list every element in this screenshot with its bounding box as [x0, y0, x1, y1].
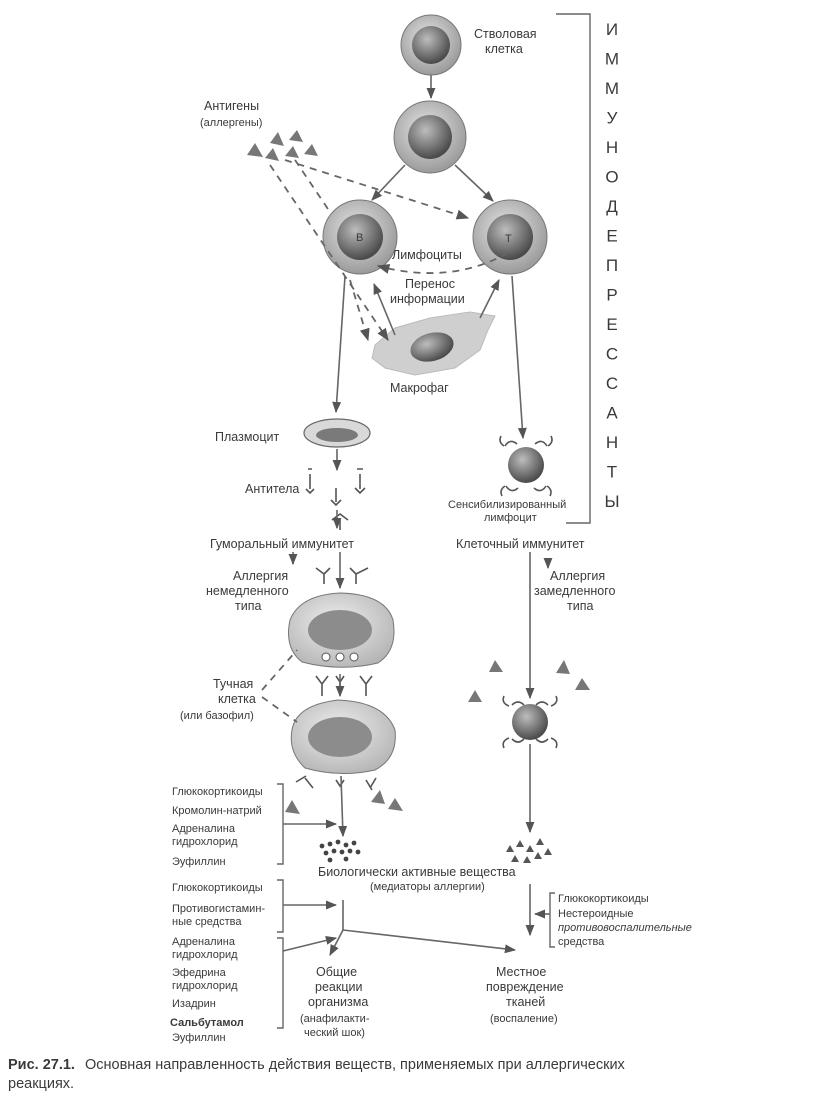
drug1-euphyllin: Эуфиллин — [172, 856, 226, 868]
antigen-triangles — [247, 130, 318, 161]
vertical-letter: М — [605, 79, 619, 98]
delayed-allergy-2: замедленного — [534, 584, 616, 598]
drug1-hydrochloride: гидрохлорид — [172, 836, 238, 848]
humoral-label: Гуморальный иммунитет — [210, 537, 354, 551]
mast-cell-label-3: (или базофил) — [180, 710, 254, 722]
immediate-allergy-2: немедленного — [206, 584, 289, 598]
mast-cell-label-1: Тучная — [213, 677, 253, 691]
vertical-letter: И — [606, 20, 618, 39]
drug2-means: ные средства — [172, 916, 242, 928]
drug3-salbutamol: Сальбутамол — [170, 1017, 244, 1029]
vertical-letter: Д — [606, 197, 618, 216]
antibodies-label: Антитела — [245, 482, 299, 496]
drug1-cromolyn: Кромолин-натрий — [172, 805, 262, 817]
local-1: Местное — [496, 965, 546, 979]
bio-active-text: Биологически активные вещества — [318, 865, 516, 879]
sensitized-label-1: Сенсибилизированный — [448, 499, 566, 511]
lymphocytes-label: Лимфоциты — [392, 248, 462, 262]
drug3-ephedrine: Эфедрина — [172, 967, 227, 979]
mast-cell-top — [288, 592, 395, 668]
drug2-glucocorticoids: Глюкокортикоиды — [172, 882, 263, 894]
antigens-near-t-cell — [468, 660, 590, 702]
drug3-adrenaline: Адреналина — [172, 936, 236, 948]
sensitized-label-2: лимфоцит — [484, 512, 537, 524]
vertical-letter: Т — [607, 463, 617, 482]
mediator-dots-left — [319, 839, 361, 863]
figure-caption-line2: реакциях. — [8, 1076, 74, 1092]
delayed-allergy-1: Аллергия — [550, 569, 605, 583]
mediators-label: (медиаторы аллергии) — [370, 881, 485, 893]
t-letter: Т — [505, 233, 512, 245]
vertical-letter: Н — [606, 433, 618, 452]
anaphylactic-1: (анафилакти- — [300, 1013, 370, 1025]
figure-caption-line1: Рис. 27.1. Основная направленность дейст… — [8, 1057, 626, 1073]
sensitized-lymphocyte — [499, 435, 553, 497]
info-transfer-label-1: Перенос — [405, 277, 455, 291]
local-2: повреждение — [486, 980, 564, 994]
drugR-glucocorticoids: Глюкокортикоиды — [558, 893, 649, 905]
immediate-allergy-1: Аллергия — [233, 569, 288, 583]
t-lymphocyte — [472, 199, 548, 275]
plasmocyte-label: Плазмоцит — [215, 430, 280, 444]
antigens-near-mast — [285, 790, 403, 814]
vertical-letter: Ы — [604, 492, 619, 511]
immediate-allergy-3: типа — [235, 599, 261, 613]
drug1-glucocorticoids: Глюкокортикоиды — [172, 786, 263, 798]
vertical-letter: П — [606, 256, 618, 275]
vertical-letter: С — [606, 374, 618, 393]
stem-cell — [400, 14, 462, 76]
local-3: тканей — [506, 995, 545, 1009]
drug1-adrenaline: Адреналина — [172, 823, 236, 835]
stem-cell-label-2: клетка — [485, 42, 523, 56]
stem-cell-label-1: Стволовая — [474, 27, 537, 41]
mast-cell-bottom — [290, 699, 396, 775]
drug3-euphyllin: Эуфиллин — [172, 1032, 226, 1044]
b-lymphocyte — [322, 199, 398, 275]
b-letter: В — [356, 232, 363, 244]
cellular-label: Клеточный иммунитет — [456, 537, 585, 551]
progenitor-cell — [393, 100, 467, 174]
mast-cell-label-2: клетка — [218, 692, 256, 706]
anaphylactic-2: ческий шок) — [304, 1027, 365, 1039]
delayed-allergy-3: типа — [567, 599, 593, 613]
drug3-hydrochloride-2: гидрохлорид — [172, 980, 238, 992]
vertical-letter: У — [607, 109, 618, 128]
general-1: Общие — [316, 965, 357, 979]
drug3-hydrochloride: гидрохлорид — [172, 949, 238, 961]
plasmocyte — [303, 418, 371, 448]
vertical-letter: Н — [606, 138, 618, 157]
drug3-isadrin: Изадрин — [172, 998, 216, 1010]
info-transfer-label-2: информации — [390, 292, 465, 306]
vertical-letter: М — [605, 50, 619, 69]
vertical-letter: А — [606, 404, 618, 423]
general-2: реакции — [315, 980, 362, 994]
vertical-letter: Е — [606, 227, 617, 246]
general-3: организма — [308, 995, 368, 1009]
drugR-nonsteroidal: Нестероидные — [558, 908, 634, 920]
macrophage — [371, 311, 496, 376]
inflammation-label: (воспаление) — [490, 1013, 558, 1025]
vertical-letter: Р — [606, 286, 617, 305]
drugR-antiinflammatory: противовоспалительные — [558, 922, 692, 934]
drugR-means: средства — [558, 936, 605, 948]
antigens-label: Антигены — [204, 99, 259, 113]
activated-lymphocyte — [502, 695, 558, 749]
vertical-letter: О — [605, 168, 618, 187]
vertical-letter: Е — [606, 315, 617, 334]
drug2-antihistamine: Противогистамин- — [172, 903, 265, 915]
mediator-triangles-right — [506, 838, 552, 863]
vertical-letter: С — [606, 345, 618, 364]
allergens-label: (аллергены) — [200, 117, 262, 129]
macrophage-label: Макрофаг — [390, 381, 449, 395]
